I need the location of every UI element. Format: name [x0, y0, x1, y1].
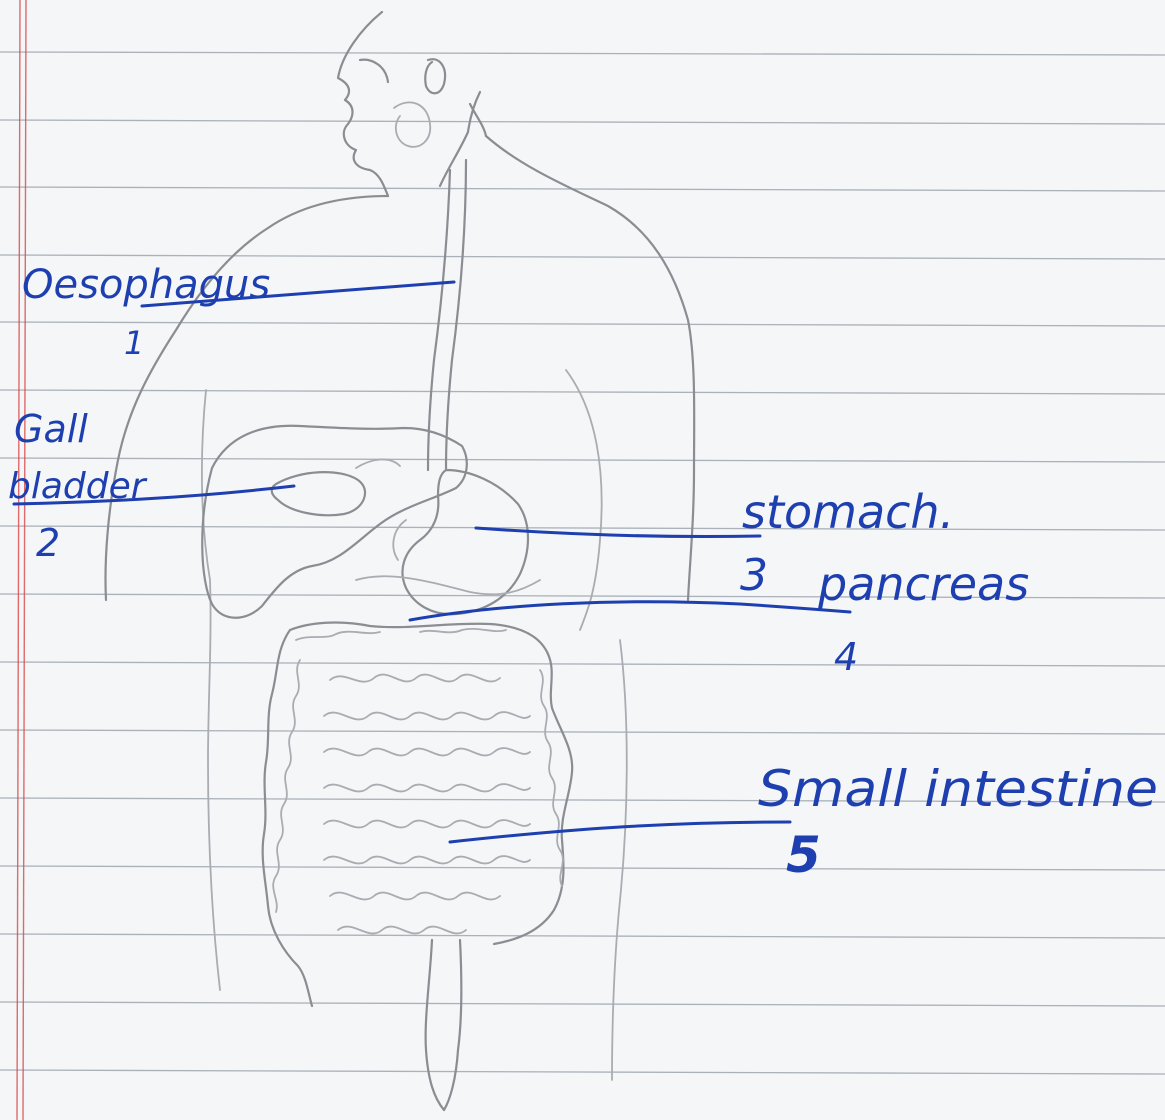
large-intestine [263, 623, 573, 1006]
head-outline [338, 12, 388, 196]
label-oesophagus-number: 1 [124, 324, 144, 362]
pointer-line-stomach [476, 528, 760, 537]
small-intestine-coils [273, 660, 563, 933]
margin-lines [17, 0, 26, 1120]
label-small-intestine: Small intestine [758, 760, 1158, 818]
label-pancreas-number: 4 [834, 635, 858, 679]
pointer-line-small-intestine [450, 822, 790, 842]
label-stomach: stomach. [742, 485, 954, 539]
label-gall-bladder-line2: bladder [8, 466, 148, 507]
nasal-cavity [360, 59, 445, 93]
label-pancreas: pancreas [817, 557, 1029, 611]
annotations: Oesophagus 1 Gall bladder 2 stomach. 3 p… [8, 262, 1158, 884]
label-small-intestine-number: 5 [786, 826, 821, 884]
oesophagus-tube [428, 160, 466, 470]
pointer-line-pancreas [410, 602, 850, 620]
label-gall-bladder-line1: Gall [14, 407, 88, 451]
label-gall-bladder-number: 2 [36, 521, 60, 565]
gall-bladder [272, 472, 365, 515]
rectum [426, 940, 462, 1110]
digestive-system-drawing [106, 12, 695, 1110]
label-stomach-number: 3 [740, 550, 768, 601]
pointer-lines [14, 282, 850, 842]
throat [440, 92, 486, 186]
label-oesophagus: Oesophagus [22, 262, 270, 308]
